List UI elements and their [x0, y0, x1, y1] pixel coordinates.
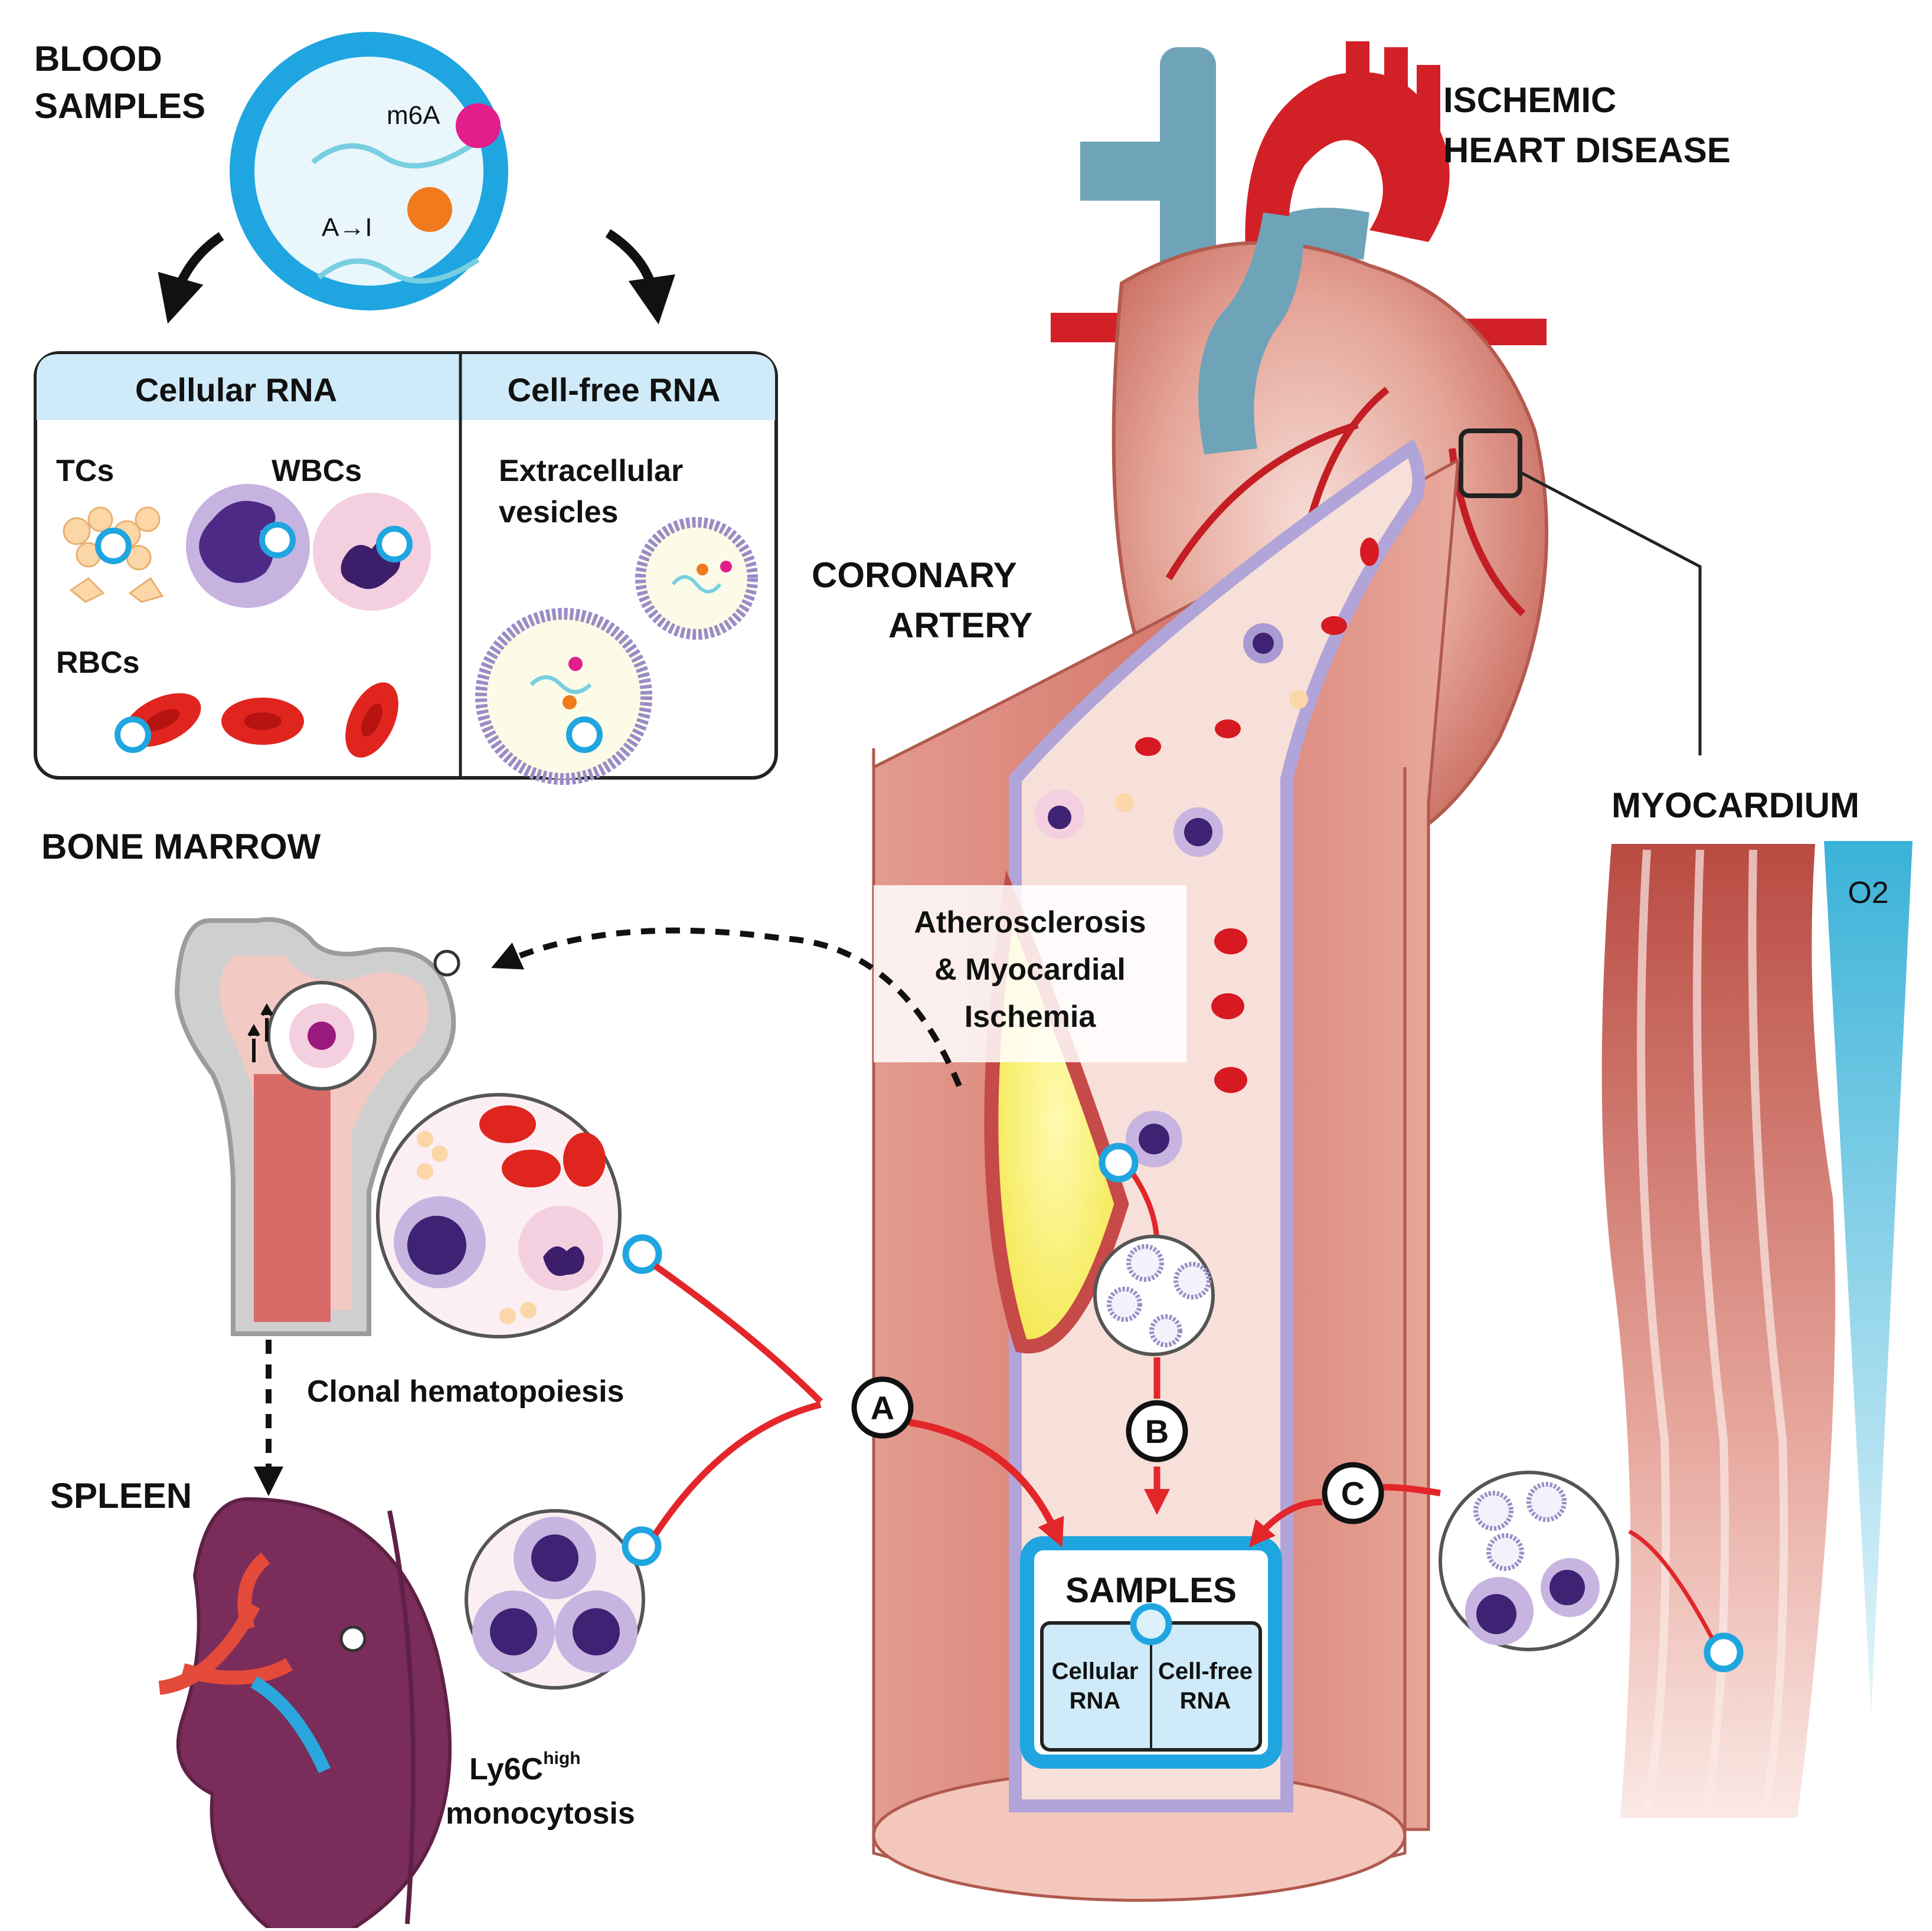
neutrophil-sample-marker-icon: [376, 526, 413, 562]
m6a-label: m6A: [387, 101, 440, 130]
bone-marrow-cells-circle: [376, 1093, 622, 1338]
lumen-blood-cells: [1035, 538, 1379, 1167]
oxygen-gradient: [1824, 841, 1913, 1714]
spleen-focus-icon: [339, 1625, 367, 1652]
tcs-label: TCs: [56, 454, 114, 488]
atherosclerosis-label-bg: [874, 885, 1186, 1062]
a-to-i-label: A→I: [322, 213, 372, 242]
myocardium-sample-marker-icon: [1704, 1632, 1744, 1673]
o2-label: O2: [1848, 876, 1888, 910]
samples-cellular-2: RNA: [1070, 1688, 1121, 1714]
monocytosis-label: monocytosis: [446, 1796, 635, 1831]
neutrophil-icon: [313, 493, 431, 611]
coronary-label-2: ARTERY: [888, 606, 1032, 645]
myocardium-zoom-box: [1459, 428, 1522, 498]
clonal-hematopoiesis-label: Clonal hematopoiesis: [307, 1374, 624, 1409]
ev-cluster-b-icon: [1093, 1235, 1215, 1356]
spleen-illustration: [158, 1497, 452, 1931]
samples-cellular-1: Cellular: [1052, 1658, 1139, 1684]
monocyte-icon: [186, 484, 310, 608]
rna-strand-2: [317, 257, 480, 284]
thrombocytes-icon: [63, 506, 164, 603]
samples-marker-icon: [1130, 1603, 1172, 1645]
a-to-i-mark-icon: [407, 187, 452, 232]
blood-samples-label-2: SAMPLES: [34, 86, 205, 126]
ly6c-label: Ly6Chigh: [469, 1749, 581, 1786]
rna-strand-1: [311, 142, 474, 169]
pathway-a-label: A: [871, 1389, 894, 1426]
blood-samples-label-1: BLOOD: [34, 39, 162, 78]
extracellular-vesicles-icon: [475, 517, 758, 785]
myocardium-cells-circle: [1439, 1471, 1619, 1651]
samples-cellfree-2: RNA: [1180, 1688, 1231, 1714]
samples-cellfree-1: Cell-free: [1158, 1658, 1253, 1684]
blood-samples-group: BLOOD SAMPLES m6A A→I: [34, 32, 675, 325]
ev-label-2: vesicles: [499, 495, 618, 529]
blood-sample-circle: [230, 32, 508, 310]
rbcs-label: RBCs: [56, 646, 140, 680]
myocardium-zoom-line: [1519, 470, 1702, 755]
rna-box-header-bg: [37, 354, 775, 420]
ev-sample-marker-icon: [566, 716, 603, 753]
cellular-rna-header: Cellular RNA: [135, 371, 337, 408]
samples-box: SAMPLES Cellular RNA Cell-free RNA: [1020, 1536, 1282, 1769]
bone-marrow-sample-marker-icon: [622, 1234, 662, 1274]
arrow-to-cellfree-icon: [605, 229, 675, 325]
stem-cell-zoom: [247, 981, 377, 1091]
rbc-sample-marker-icon: [115, 716, 151, 753]
pathway-b-badge: [1126, 1400, 1188, 1462]
ischemic-label-1: ISCHEMIC: [1443, 80, 1616, 120]
atherosclerosis-label-2: & Myocardial: [934, 953, 1126, 987]
spleen-monocytes-circle: [465, 1509, 645, 1690]
m6a-mark-icon: [456, 103, 501, 148]
rna-box: Cellular RNA Cell-free RNA TCs WBCs RBCs…: [34, 351, 778, 785]
pathway-a-badge: [851, 1376, 914, 1439]
cellfree-rna-header: Cell-free RNA: [508, 371, 721, 408]
spleen-label: SPLEEN: [50, 1476, 192, 1516]
atherosclerosis-label-3: Ischemia: [965, 1000, 1097, 1034]
atherosclerosis-label-1: Atherosclerosis: [914, 905, 1146, 940]
atheroma-to-bone-marrow-path: [491, 927, 962, 1087]
pathway-c-badge: [1322, 1462, 1384, 1524]
wbc-sample-marker-icon: [259, 522, 296, 558]
arrow-to-cellular-icon: [158, 232, 224, 324]
bone-marrow-label: BONE MARROW: [41, 827, 321, 866]
coronary-label-1: CORONARY: [812, 555, 1017, 595]
ev-label-1: Extracellular: [499, 454, 683, 488]
bone-marrow-focus-icon: [433, 950, 460, 977]
myocardium-tissue: [1601, 844, 1835, 1818]
pathway-c-label: C: [1341, 1475, 1365, 1512]
ischemic-label-2: HEART DISEASE: [1443, 130, 1731, 170]
spleen-sample-marker-icon: [622, 1526, 662, 1566]
pathway-b-label: B: [1145, 1413, 1169, 1450]
plaque-sample-marker-icon: [1099, 1143, 1139, 1183]
wbcs-label: WBCs: [272, 454, 362, 488]
tc-sample-marker-icon: [95, 528, 132, 564]
myocardium-label: MYOCARDIUM: [1611, 786, 1859, 825]
